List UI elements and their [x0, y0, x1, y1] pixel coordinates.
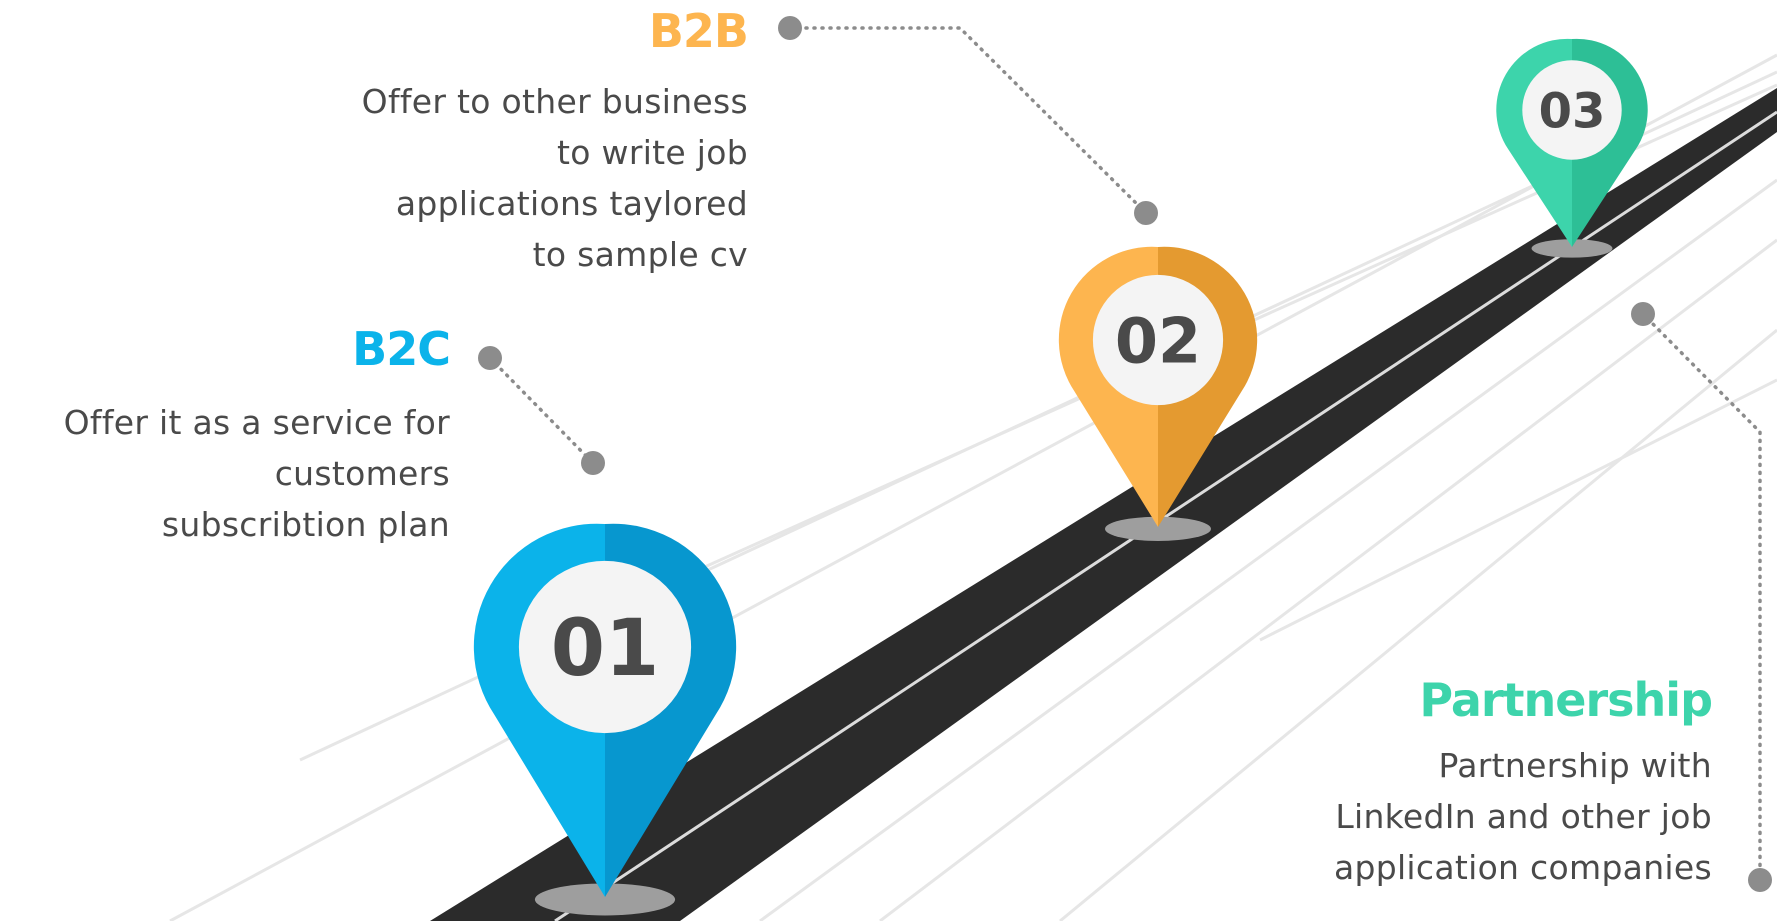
dot-partnership-start: [1631, 302, 1655, 326]
pin-02: 02: [1058, 246, 1258, 541]
dot-b2b-end: [1134, 201, 1158, 225]
map-pins: 01 02 03: [473, 38, 1648, 916]
pin-shadow: [1104, 516, 1212, 541]
partnership-line-1: Partnership with: [1438, 746, 1712, 785]
partnership-description: Partnership with LinkedIn and other job …: [1334, 740, 1712, 893]
connector-b2b: [788, 26, 1147, 214]
dot-b2c-start: [478, 346, 502, 370]
connector-dots: [478, 16, 1772, 892]
dot-b2c-end: [581, 451, 605, 475]
road: [430, 88, 1777, 921]
b2b-line-3: applications taylored: [395, 184, 748, 223]
pin-inner-circle: [1092, 274, 1224, 406]
pin-inner-circle: [518, 560, 692, 734]
b2c-line-3: subscribtion plan: [161, 505, 450, 544]
pin-number-01: 01: [551, 604, 660, 694]
connectors: [488, 26, 1762, 880]
pin-number-03: 03: [1539, 83, 1606, 139]
b2b-line-2: to write job: [557, 133, 748, 172]
b2c-line-2: customers: [274, 454, 450, 493]
partnership-title: Partnership: [1419, 673, 1713, 727]
b2b-line-4: to sample cv: [532, 235, 748, 274]
pin-inner-circle: [1522, 60, 1622, 160]
dot-partnership-end: [1748, 868, 1772, 892]
partnership-line-3: application companies: [1333, 848, 1712, 887]
dot-b2b-start: [778, 16, 802, 40]
pin-number-02: 02: [1115, 304, 1201, 377]
pin-03: 03: [1496, 38, 1648, 258]
pin-01: 01: [473, 523, 737, 916]
b2c-description: Offer it as a service for customers subs…: [64, 397, 450, 550]
b2b-description: Offer to other business to write job app…: [362, 76, 748, 280]
pin-shadow: [534, 883, 676, 916]
b2b-line-1: Offer to other business: [361, 82, 748, 121]
connector-partnership: [1640, 311, 1762, 880]
connector-b2c: [488, 356, 594, 464]
b2b-title: B2B: [648, 4, 749, 58]
pin-shadow: [1531, 239, 1613, 258]
b2c-line-1: Offer it as a service for: [63, 403, 450, 442]
b2c-title: B2C: [352, 322, 451, 376]
partnership-line-2: LinkedIn and other job: [1335, 797, 1712, 836]
